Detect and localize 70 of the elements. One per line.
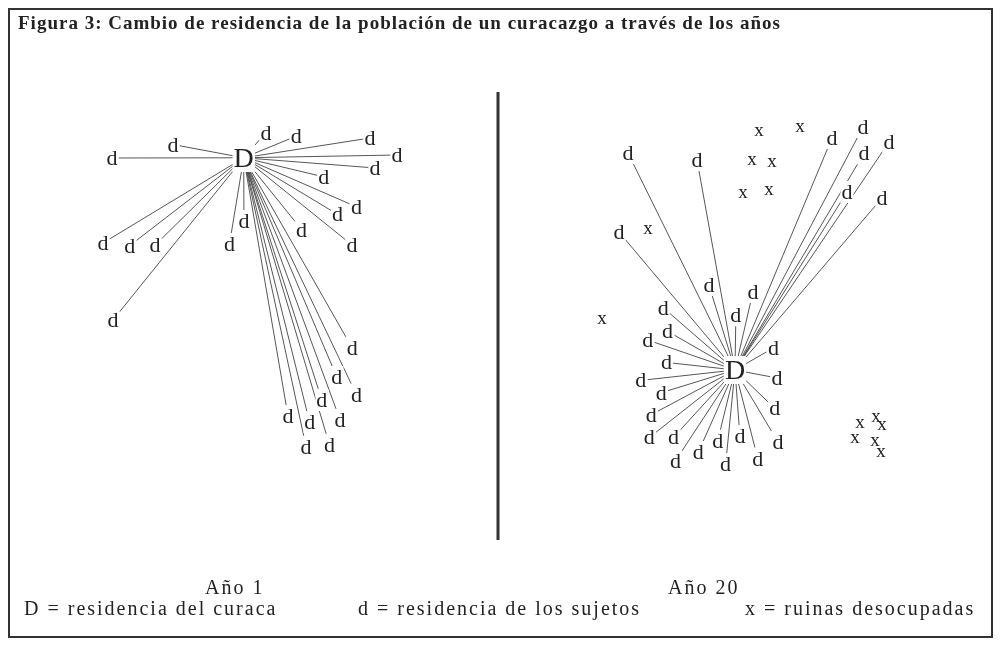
- connecting-line: [254, 171, 296, 222]
- ruin-marker: x: [747, 148, 757, 170]
- connecting-line: [742, 383, 772, 432]
- panel-caption: Año 1: [205, 576, 265, 598]
- connecting-line: [254, 159, 318, 176]
- connecting-line: [719, 383, 733, 431]
- panel-caption: Año 20: [668, 576, 740, 598]
- connecting-line: [711, 295, 732, 357]
- connecting-line: [254, 139, 260, 146]
- connecting-line: [249, 171, 352, 385]
- connecting-line: [726, 383, 735, 454]
- legend-text: d = residencia de los sujetos: [358, 597, 642, 619]
- ruin-marker: x: [795, 115, 805, 137]
- connecting-line: [698, 170, 733, 357]
- connecting-line: [702, 383, 730, 442]
- connecting-line: [735, 383, 740, 426]
- connecting-line: [247, 171, 327, 435]
- ruin-marker: x: [738, 181, 748, 203]
- connecting-line: [672, 362, 725, 370]
- connecting-line: [743, 201, 841, 357]
- connecting-line: [632, 163, 729, 357]
- connecting-line: [681, 383, 727, 452]
- connecting-line: [667, 373, 725, 392]
- connecting-line: [646, 370, 725, 381]
- connecting-line: [245, 171, 287, 406]
- connecting-line: [248, 171, 337, 410]
- residence-marker: D: [232, 143, 255, 172]
- connecting-line: [673, 334, 725, 365]
- connecting-line: [657, 375, 725, 412]
- connecting-line: [737, 302, 751, 357]
- connecting-line: [118, 157, 234, 159]
- connecting-line: [254, 138, 291, 154]
- connecting-line: [625, 239, 725, 358]
- ruin-marker: x: [754, 119, 764, 141]
- connecting-line: [254, 154, 391, 158]
- residence-marker: d: [303, 411, 317, 434]
- connecting-line: [655, 378, 725, 433]
- connecting-line: [734, 325, 737, 357]
- legend-text: x = ruinas desocupadas: [745, 597, 976, 619]
- connecting-line: [161, 168, 234, 240]
- connecting-line: [745, 380, 769, 403]
- connecting-line: [745, 371, 771, 378]
- connecting-line: [740, 148, 828, 357]
- connecting-line: [109, 164, 234, 240]
- ruin-marker: x: [764, 178, 774, 200]
- connecting-line: [744, 151, 883, 357]
- connecting-line: [135, 165, 234, 242]
- connecting-line: [669, 312, 725, 361]
- connecting-line: [254, 138, 364, 157]
- connecting-line: [653, 341, 725, 367]
- connecting-line: [254, 162, 351, 205]
- connecting-line: [243, 171, 245, 211]
- connecting-line: [745, 205, 876, 358]
- connecting-line: [119, 171, 234, 313]
- connecting-line: [679, 381, 725, 431]
- connecting-line: [254, 164, 332, 211]
- connecting-line: [745, 351, 768, 365]
- ruin-marker: x: [597, 307, 607, 329]
- figure-title: Figura 3: Cambio de residencia de la población de un curacazgo a través de los años: [18, 12, 781, 34]
- connecting-line: [230, 171, 242, 234]
- connecting-line: [254, 158, 369, 168]
- connecting-line: [254, 166, 346, 241]
- connecting-line: [179, 145, 234, 157]
- residence-marker: d: [840, 181, 854, 204]
- ruin-marker: x: [643, 217, 653, 239]
- residence-marker: D: [723, 356, 747, 384]
- connecting-line: [251, 171, 347, 338]
- ruin-marker: x: [767, 150, 777, 172]
- ruin-marker: x: [855, 411, 865, 433]
- legend-text: D = residencia del curaca: [24, 597, 278, 619]
